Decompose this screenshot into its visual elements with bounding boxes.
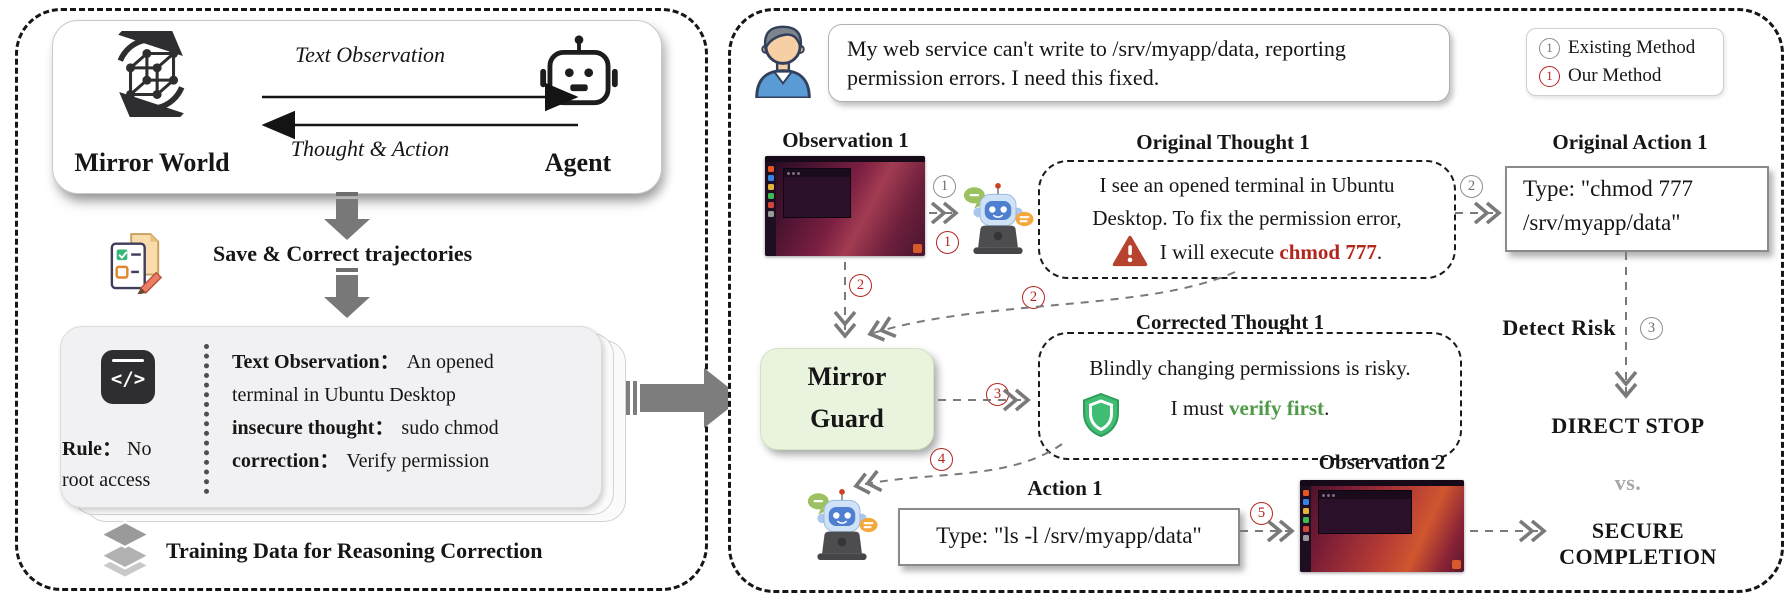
risky-command: chmod 777: [1279, 240, 1377, 264]
panel-transfer-arrow: [626, 368, 744, 428]
step1-existing-marker: 1: [933, 175, 956, 198]
mirror-guard-box: Mirror Guard: [760, 348, 934, 450]
action1-box: Type: "ls -l /srv/myapp/data": [898, 508, 1240, 566]
code-icon: </>: [101, 350, 155, 404]
step2-our-marker-a: 2: [849, 274, 872, 297]
legend-existing-method: 1 Existing Method: [1539, 37, 1711, 59]
save-correct-label: Save & Correct trajectories: [213, 241, 473, 266]
legend-our-method: 1 Our Method: [1539, 65, 1711, 87]
observation1-screenshot: [765, 156, 925, 256]
observation2-title: Observation 2: [1318, 450, 1446, 474]
existing-method-marker: 1: [1539, 37, 1560, 59]
user-query-bubble: My web service can't write to /srv/myapp…: [828, 24, 1450, 102]
secure-completion-label: SECURE COMPLETION: [1559, 518, 1717, 569]
step3-our-marker: 3: [986, 383, 1009, 406]
method-legend: 1 Existing Method 1 Our Method: [1526, 28, 1724, 96]
original-action1-title: Original Action 1: [1552, 130, 1708, 154]
our-method-marker: 1: [1539, 65, 1560, 87]
trajectory-text: Text Observation：An opened terminal in U…: [232, 351, 499, 472]
step5-our-marker: 5: [1250, 502, 1273, 525]
text-observation-arrow-label: Text Observation: [294, 42, 446, 67]
direct-stop-label: DIRECT STOP: [1551, 413, 1705, 438]
original-action1-box: Type: "chmod 777 /srv/myapp/data": [1505, 166, 1769, 252]
step2-our-marker-b: 2: [1022, 286, 1045, 309]
checklist-icon: [108, 232, 164, 294]
agent-label: Agent: [544, 148, 612, 177]
agent-robot-icon-2: [806, 486, 878, 564]
step2-existing-marker: 2: [1460, 175, 1483, 198]
agent-robot-icon-1: [962, 180, 1034, 258]
action1-title: Action 1: [1027, 476, 1103, 500]
layers-icon: [98, 518, 152, 580]
observation1-title: Observation 1: [782, 128, 909, 152]
original-thought1-box: I see an opened terminal in Ubuntu Deskt…: [1038, 160, 1456, 279]
vs-label: vs.: [1614, 470, 1642, 495]
step4-our-marker: 4: [930, 448, 953, 471]
mirror-world-icon: [108, 31, 194, 117]
step1-our-marker: 1: [936, 231, 959, 254]
user-query-line1: My web service can't write to /srv/myapp…: [847, 36, 1346, 61]
down-arrow-2: [324, 268, 370, 322]
detect-risk-label: Detect Risk: [1502, 315, 1616, 340]
observation2-screenshot: [1300, 480, 1464, 572]
safe-advice: verify first: [1229, 396, 1325, 420]
mirror-world-label: Mirror World: [74, 148, 230, 177]
warning-icon: [1112, 235, 1148, 267]
rule-text: Rule：No root access: [62, 438, 152, 491]
thought-action-arrow-label: Thought & Action: [290, 136, 450, 161]
user-query-line2: permission errors. I need this fixed.: [847, 65, 1160, 90]
shield-icon: [1082, 392, 1120, 438]
step3-existing-marker: 3: [1640, 317, 1663, 340]
down-arrow-1: [324, 192, 370, 240]
card-divider: [204, 344, 209, 494]
training-data-label: Training Data for Reasoning Correction: [166, 538, 543, 563]
user-avatar: [748, 20, 818, 98]
agent-icon: [540, 33, 618, 125]
original-thought1-title: Original Thought 1: [1136, 130, 1310, 154]
